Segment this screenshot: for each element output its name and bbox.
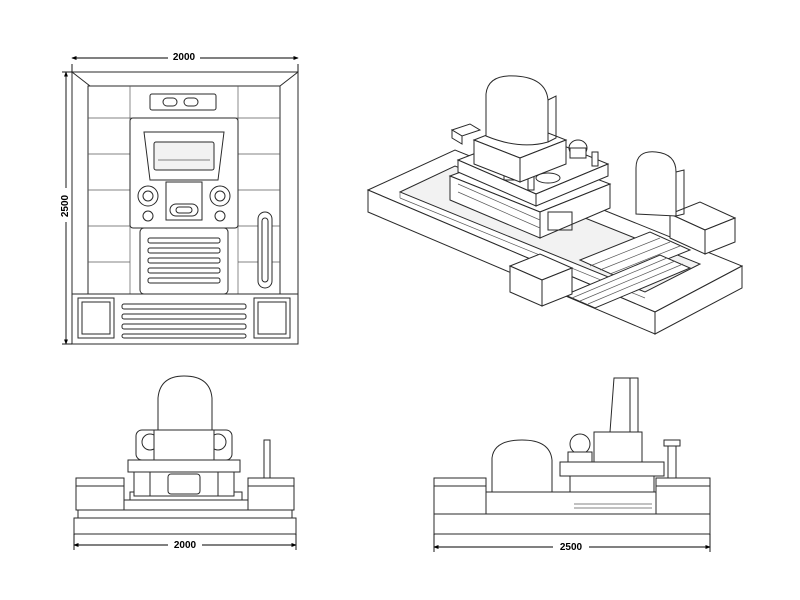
side-width-label: 2500 [560, 542, 583, 553]
side-width-dimension: 2500 [433, 534, 711, 553]
front-width-label: 2000 [174, 540, 197, 551]
plan-depth-label: 2500 [60, 194, 71, 217]
side-elevation [433, 377, 711, 535]
isometric-view [366, 75, 744, 335]
plan-view [71, 71, 299, 345]
plan-depth-dimension: 2500 [58, 71, 72, 345]
plan-width-label: 2000 [173, 52, 196, 63]
front-width-dimension: 2000 [73, 534, 297, 551]
front-elevation [73, 375, 297, 535]
plan-width-dimension: 2000 [71, 50, 299, 72]
